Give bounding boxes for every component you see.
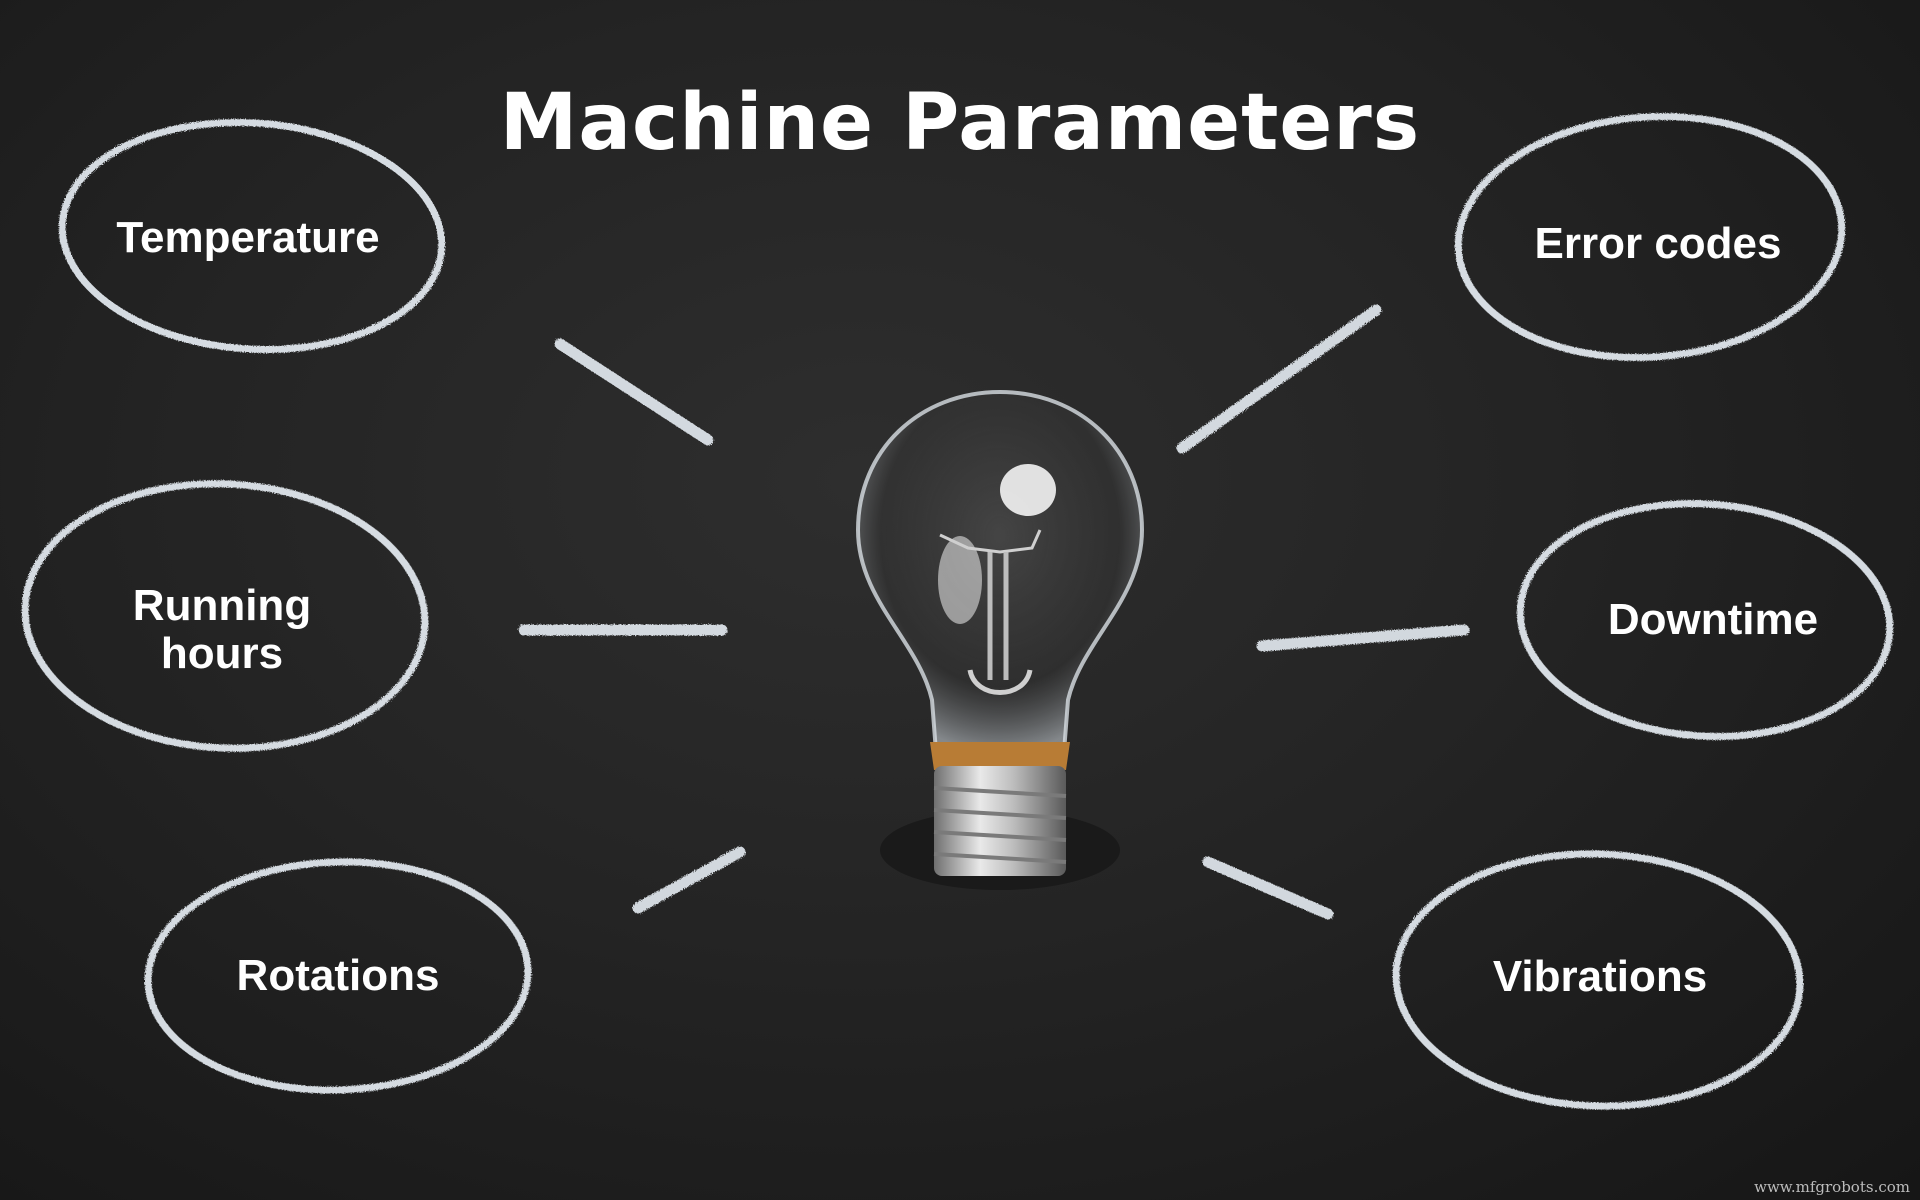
- node-label-vibrations: Vibrations: [1493, 953, 1707, 1001]
- node-label-downtime: Downtime: [1608, 596, 1818, 644]
- watermark: www.mfgrobots.com: [1754, 1178, 1910, 1196]
- node-label-line: hours: [160, 629, 284, 678]
- node-label-rotations: Rotations: [237, 952, 440, 1000]
- node-label-line: Vibrations: [1492, 952, 1708, 1001]
- node-label-line: Rotations: [236, 951, 440, 1000]
- connector-rotations: [632, 846, 746, 914]
- node-label-line: Temperature: [116, 213, 380, 262]
- connector-downtime: [1256, 624, 1470, 652]
- oval-vibrations: [1392, 850, 1804, 1110]
- diagram-title: Machine Parameters: [499, 78, 1421, 168]
- node-label-line: Downtime: [1607, 595, 1819, 644]
- node-label-error-codes: Error codes: [1535, 220, 1782, 268]
- connector-vibrations: [1202, 856, 1334, 920]
- oval-temperature: [58, 118, 446, 354]
- light-bulb-icon: [855, 389, 1145, 890]
- node-label-line: Running: [132, 581, 312, 630]
- connector-error-codes: [1176, 304, 1382, 454]
- node-label-temperature: Temperature: [116, 214, 379, 262]
- oval-running-hours: [21, 480, 429, 752]
- oval-downtime: [1516, 500, 1894, 740]
- node-label-line: Error codes: [1534, 219, 1782, 268]
- oval-rotations: [144, 858, 532, 1094]
- oval-error-codes: [1454, 113, 1846, 361]
- connector-temperature: [554, 338, 714, 446]
